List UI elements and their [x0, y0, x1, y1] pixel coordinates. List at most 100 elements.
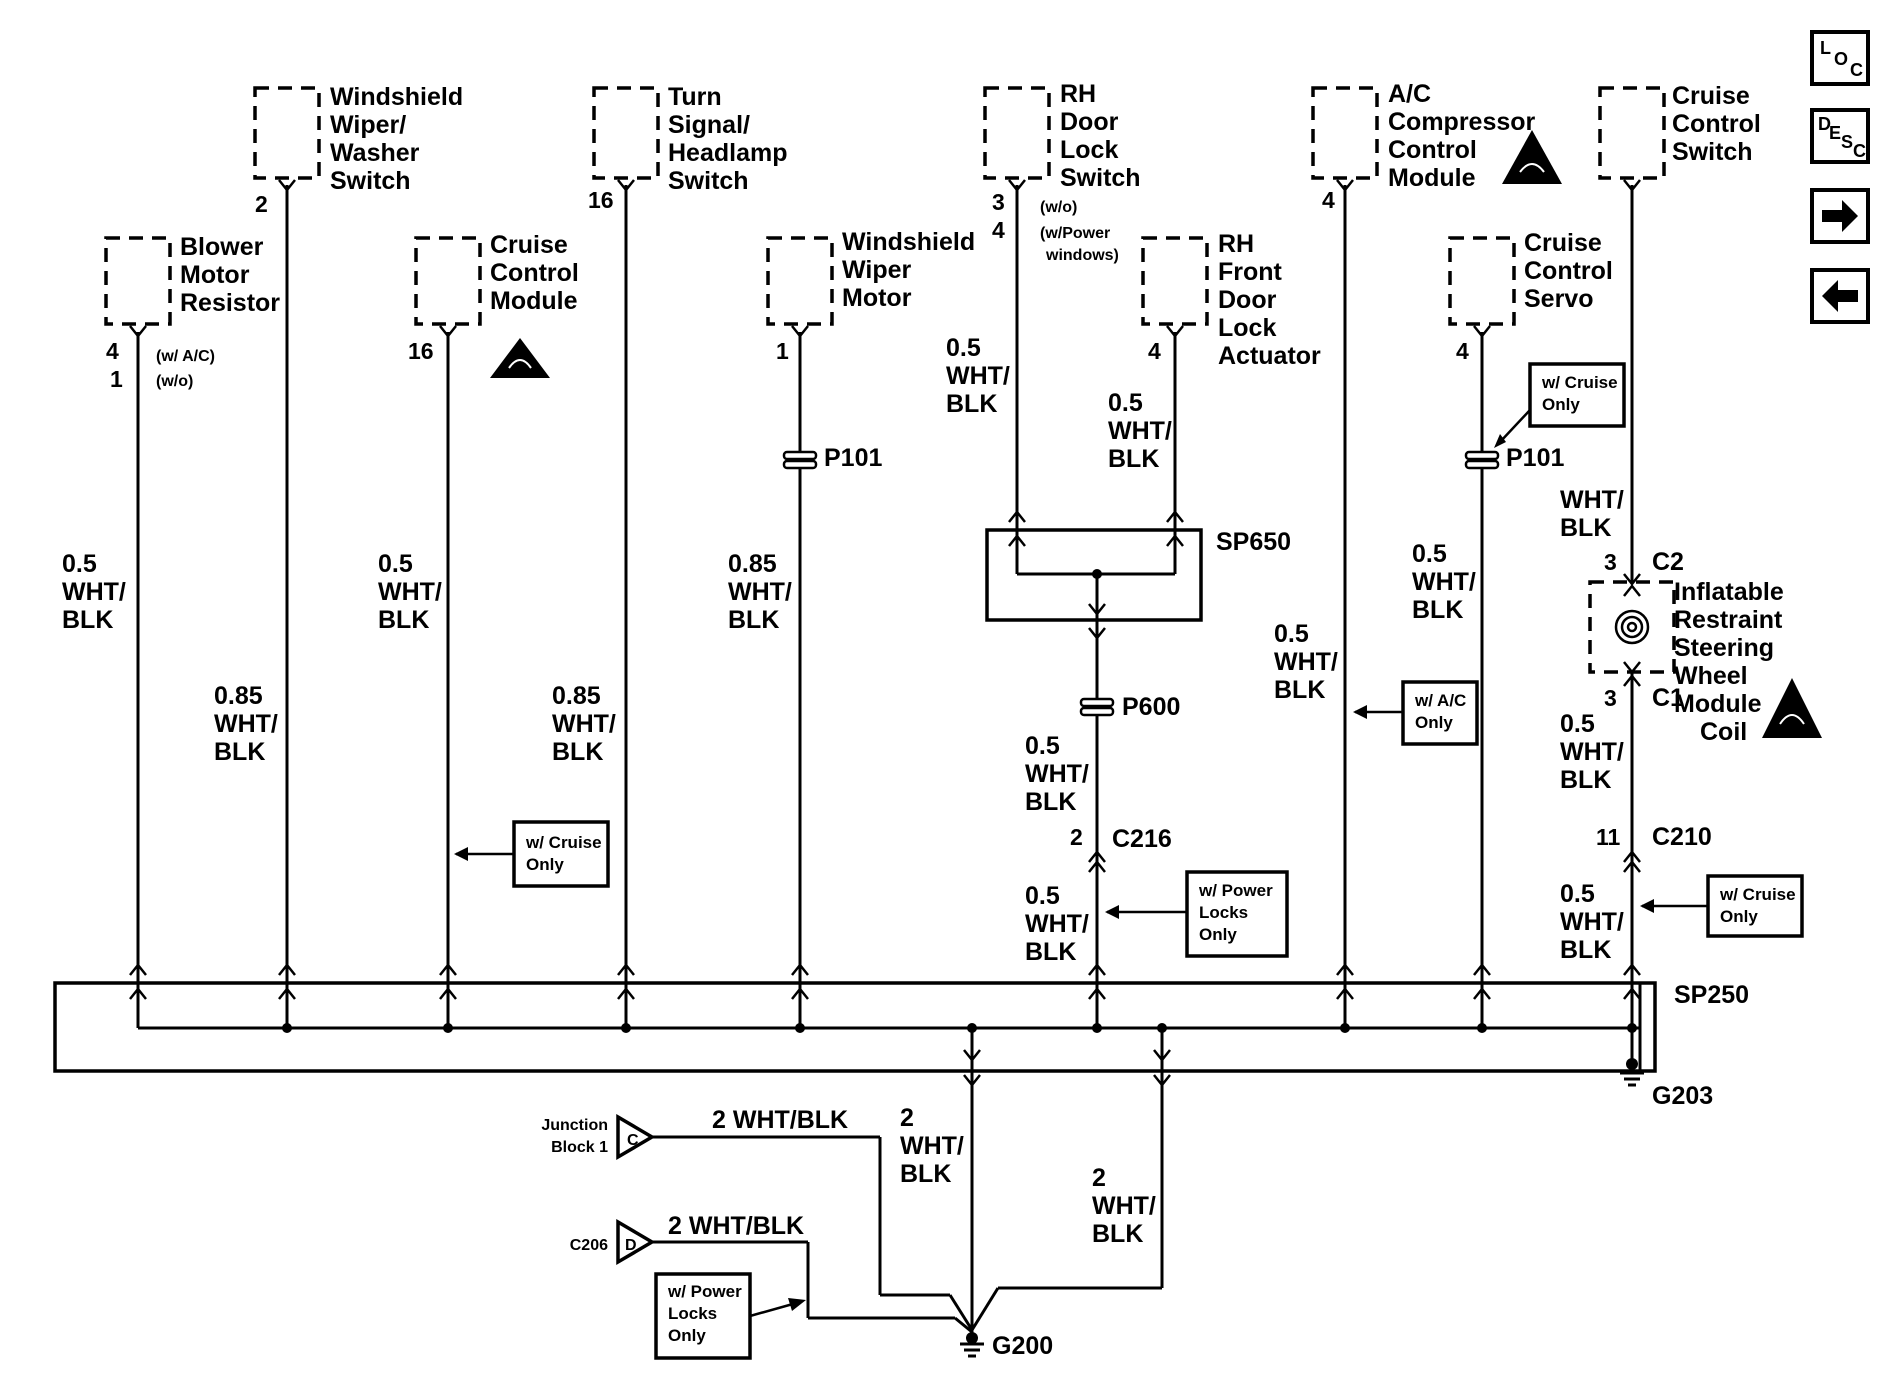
svg-text:Switch: Switch: [330, 167, 411, 195]
svg-text:WHT/: WHT/: [1560, 738, 1624, 766]
svg-text:0.5: 0.5: [1560, 880, 1595, 908]
svg-text:w/ Cruise: w/ Cruise: [1541, 373, 1618, 392]
svg-text:Motor: Motor: [180, 261, 250, 289]
svg-text:0.5: 0.5: [1025, 732, 1060, 760]
svg-text:11: 11: [1596, 824, 1621, 850]
wire-label-3: 0.5 WHT/ BLK: [378, 550, 442, 634]
svg-text:Module: Module: [490, 287, 578, 315]
svg-text:0.5: 0.5: [378, 550, 413, 578]
svg-text:C210: C210: [1652, 823, 1712, 851]
svg-text:0.5: 0.5: [1274, 620, 1309, 648]
svg-text:(w/ A/C): (w/ A/C): [156, 348, 215, 365]
desc-letter: D: [1818, 114, 1831, 134]
svg-text:Resistor: Resistor: [180, 289, 280, 317]
svg-text:Module: Module: [1674, 690, 1762, 718]
wire-label-10: 0.5 WHT/ BLK: [1274, 620, 1338, 704]
svg-text:BLK: BLK: [946, 390, 997, 418]
svg-text:16: 16: [408, 338, 434, 364]
svg-text:Switch: Switch: [668, 167, 749, 195]
svg-text:Turn: Turn: [668, 83, 722, 111]
svg-text:Wheel: Wheel: [1674, 662, 1748, 690]
svg-text:WHT/: WHT/: [1025, 910, 1089, 938]
svg-text:Washer: Washer: [330, 139, 420, 167]
desc-button[interactable]: D E S C: [1810, 108, 1870, 164]
svg-text:WHT/: WHT/: [728, 578, 792, 606]
svg-text:C2: C2: [1652, 548, 1684, 576]
prev-button[interactable]: [1810, 268, 1870, 324]
ground-wires: [652, 1028, 1644, 1358]
next-button[interactable]: [1810, 188, 1870, 244]
label-windshield-wiper-motor: Windshield Wiper Motor: [842, 228, 975, 312]
pin-marks: [129, 179, 1641, 339]
desc-letter: E: [1829, 123, 1842, 143]
svg-text:WHT/: WHT/: [1025, 760, 1089, 788]
svg-text:BLK: BLK: [62, 606, 113, 634]
wire-label-4: 0.85 WHT/ BLK: [552, 682, 616, 766]
svg-text:4: 4: [1322, 187, 1335, 213]
svg-text:w/ Cruise: w/ Cruise: [525, 833, 602, 852]
label-wiper-washer-switch: Windshield Wiper/ Washer Switch: [330, 83, 463, 195]
svg-text:2: 2: [255, 191, 268, 217]
junction-block-connector: C Junction Block 1: [541, 1113, 656, 1161]
wire-label-ground-3: 2 WHT/BLK: [712, 1106, 848, 1134]
svg-text:Switch: Switch: [1060, 164, 1141, 192]
wire-label-9: 0.5 WHT/ BLK: [1025, 882, 1089, 966]
splice-sp650: [985, 509, 1203, 641]
svg-text:Block 1: Block 1: [551, 1139, 608, 1156]
label-cruise-control-servo: Cruise Control Servo: [1524, 229, 1613, 313]
svg-text:Lock: Lock: [1218, 314, 1276, 342]
svg-text:Only: Only: [668, 1326, 706, 1345]
svg-text:WHT/: WHT/: [62, 578, 126, 606]
svg-text:C206: C206: [570, 1237, 608, 1254]
svg-text:BLK: BLK: [1560, 936, 1611, 964]
svg-text:Wiper/: Wiper/: [330, 111, 406, 139]
svg-text:WHT/: WHT/: [1092, 1192, 1156, 1220]
wire-label-8: 0.5 WHT/ BLK: [1025, 732, 1089, 816]
note-cruise-only-2: w/ Cruise Only: [1494, 362, 1626, 448]
svg-text:Coil: Coil: [1700, 718, 1747, 746]
svg-text:BLK: BLK: [214, 738, 265, 766]
svg-text:4: 4: [992, 217, 1005, 243]
svg-text:Signal/: Signal/: [668, 111, 750, 139]
connector-labels: P101 P101 SP650 P600 C216 C2 C1 C210 SP2…: [824, 444, 1749, 1360]
esd-warning-icon: [1762, 678, 1822, 738]
label-ac-compressor-control-module: A/C Compressor Control Module: [1388, 80, 1536, 192]
svg-text:C: C: [627, 1132, 639, 1149]
loc-button[interactable]: L O C: [1810, 30, 1870, 86]
svg-text:G200: G200: [992, 1332, 1053, 1360]
note-cruise-only-1: w/ Cruise Only: [454, 820, 610, 888]
svg-text:BLK: BLK: [1025, 938, 1076, 966]
label-cruise-control-module: Cruise Control Module: [490, 231, 579, 315]
svg-text:Locks: Locks: [1199, 903, 1248, 922]
svg-text:Module: Module: [1388, 164, 1476, 192]
svg-text:2: 2: [900, 1104, 914, 1132]
svg-text:G203: G203: [1652, 1082, 1713, 1110]
pass-through-p101-b: [1464, 450, 1500, 470]
svg-text:1: 1: [110, 366, 123, 392]
loc-letter: L: [1820, 38, 1831, 58]
svg-text:Lock: Lock: [1060, 136, 1118, 164]
svg-text:Control: Control: [490, 259, 579, 287]
sp250-entry-marks: [129, 962, 1641, 1000]
svg-text:Blower: Blower: [180, 233, 264, 261]
svg-text:WHT/: WHT/: [214, 710, 278, 738]
svg-text:(w/Power: (w/Power: [1040, 225, 1110, 242]
svg-text:4: 4: [1148, 338, 1161, 364]
svg-text:Junction: Junction: [541, 1117, 608, 1134]
wire-label-6: 0.5 WHT/ BLK: [946, 334, 1010, 418]
svg-text:0.5: 0.5: [1412, 540, 1447, 568]
pass-through-p101-a: [782, 450, 818, 470]
svg-text:BLK: BLK: [1092, 1220, 1143, 1248]
svg-text:RH: RH: [1218, 230, 1254, 258]
svg-text:Only: Only: [1542, 395, 1580, 414]
svg-text:RH: RH: [1060, 80, 1096, 108]
loc-letter: O: [1834, 49, 1849, 69]
svg-text:0.5: 0.5: [1025, 882, 1060, 910]
svg-text:Wiper: Wiper: [842, 256, 911, 284]
note-power-locks-2: w/ Power Locks Only: [654, 1272, 806, 1360]
svg-text:SP650: SP650: [1216, 528, 1291, 556]
svg-text:BLK: BLK: [1025, 788, 1076, 816]
wire-label-7: 0.5 WHT/ BLK: [1108, 389, 1172, 473]
svg-text:Compressor: Compressor: [1388, 108, 1536, 136]
